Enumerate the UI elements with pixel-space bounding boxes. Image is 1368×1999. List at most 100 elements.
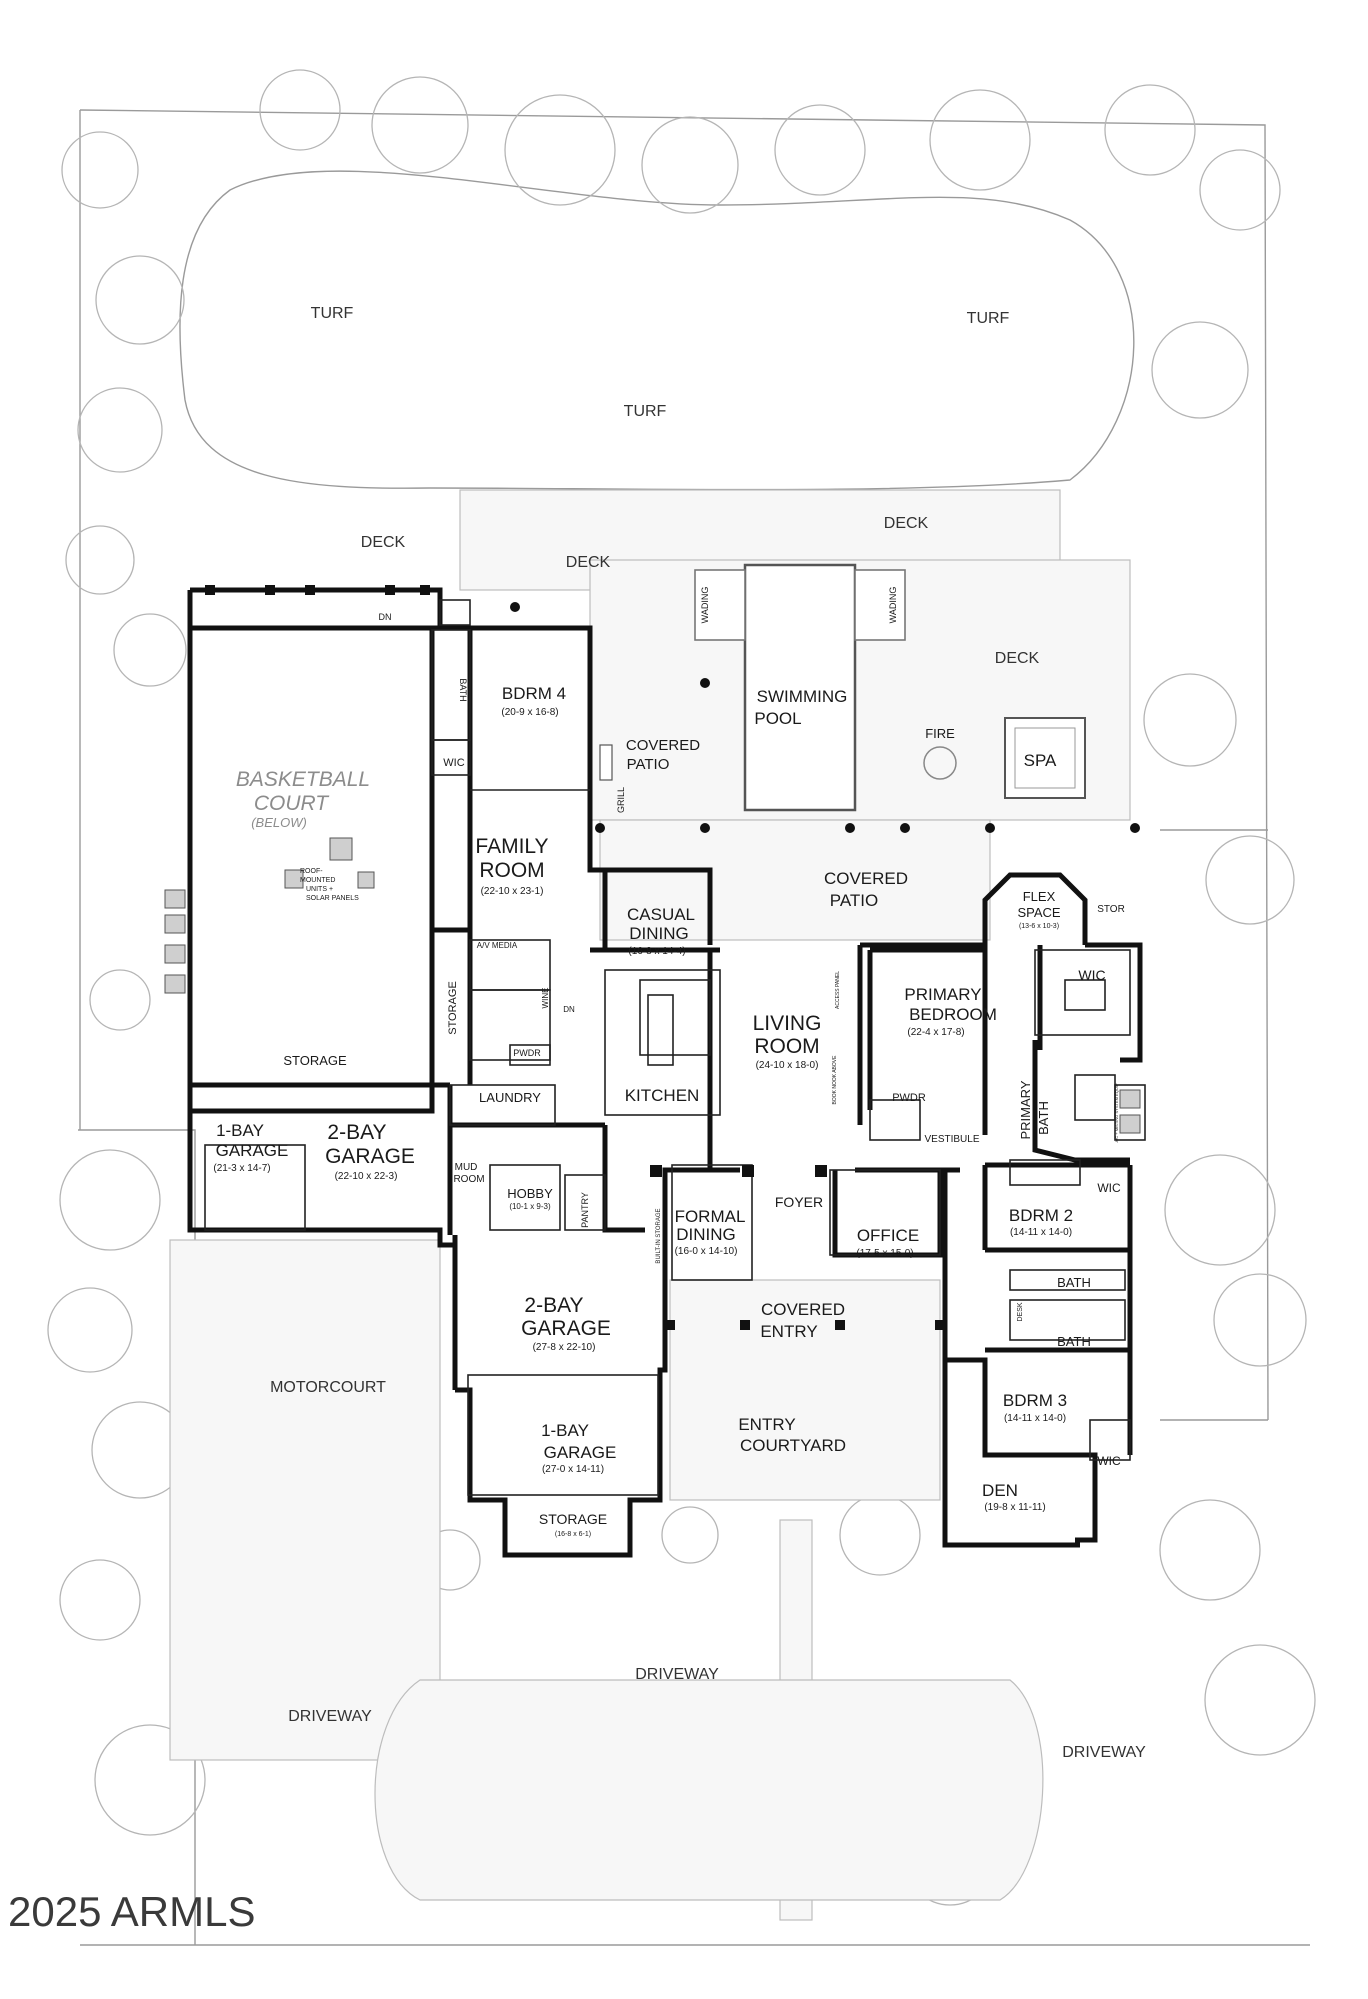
roof-units-line4: SOLAR PANELS: [306, 895, 359, 902]
pwdr2-label: PWDR: [892, 1092, 926, 1104]
covered-patio-line2: PATIO: [830, 891, 879, 910]
casual-dining-dim: (16-8 x 14-4): [628, 946, 685, 957]
deck-center-label: DECK: [566, 554, 611, 571]
storage-long-label: STORAGE: [283, 1053, 347, 1068]
casual-dining-line2: DINING: [629, 924, 689, 943]
wading-left-label: WADING: [700, 587, 710, 624]
primary-bedroom-dim: (22-4 x 17-8): [907, 1027, 964, 1038]
basketball-court-line1: BASKETBALL: [236, 768, 370, 791]
family-room-line1: FAMILY: [475, 835, 548, 858]
office-name: OFFICE: [857, 1226, 919, 1245]
kitchen-label: KITCHEN: [625, 1086, 700, 1105]
covered-patio-small-line2: PATIO: [627, 756, 670, 773]
bdrm2-name: BDRM 2: [1009, 1206, 1073, 1225]
storage-south-dim: (16-8 x 6-1): [555, 1531, 591, 1538]
deck-left-label: DECK: [361, 534, 406, 551]
stor-label: STOR: [1097, 904, 1125, 915]
bdrm4-name: BDRM 4: [502, 684, 566, 703]
garage-2bay-south-line1: 2-BAY: [524, 1294, 583, 1317]
covered-patio-small-line1: COVERED: [626, 737, 700, 754]
driveway-left-label: DRIVEWAY: [288, 1708, 372, 1725]
book-nook-label: BOOK NOOK ABOVE: [832, 1055, 838, 1105]
ac-units-label: A/C + MISTING SYSTEM EQUIP: [1114, 1083, 1119, 1142]
hobby-name: HOBBY: [507, 1186, 553, 1201]
flex-space-dim: (13-6 x 10-3): [1019, 923, 1059, 930]
covered-entry-line2: ENTRY: [760, 1322, 817, 1341]
storage-south-name: STORAGE: [539, 1511, 607, 1527]
den-name: DEN: [982, 1481, 1018, 1500]
grill-label: GRILL: [616, 787, 626, 813]
formal-dining-dim: (16-0 x 14-10): [675, 1246, 738, 1257]
primary-bath-line2: BATH: [1036, 1101, 1051, 1135]
landscape-trees: [47, 69, 1316, 1906]
family-room-line2: ROOM: [479, 859, 544, 882]
deck-top-right-label: DECK: [884, 515, 929, 532]
den-dim: (19-8 x 11-11): [984, 1502, 1045, 1513]
living-room-line2: ROOM: [754, 1035, 819, 1058]
fire-label: FIRE: [925, 726, 955, 741]
roof-units-line2: MOUNTED: [300, 877, 335, 884]
paving: [169, 489, 1131, 1921]
garage-2bay-west-dim: (22-10 x 22-3): [335, 1171, 398, 1182]
hobby-dim: (10-1 x 9-3): [509, 1202, 551, 1211]
family-room-dim: (22-10 x 23-1): [481, 886, 544, 897]
pantry-label: PANTRY: [580, 1192, 590, 1228]
formal-dining-line2: DINING: [676, 1225, 736, 1244]
garage-1bay-south-line2: GARAGE: [544, 1443, 617, 1462]
primary-bath-line1: PRIMARY: [1018, 1080, 1033, 1139]
motorcourt-label: MOTORCOURT: [270, 1379, 386, 1396]
wic3-label: WIC: [1097, 1454, 1121, 1468]
bdrm2-dim: (14-11 x 14-0): [1010, 1227, 1072, 1238]
driveway-center-label: DRIVEWAY: [635, 1666, 719, 1683]
living-room-dim: (24-10 x 18-0): [756, 1060, 819, 1071]
stair-dn-label: DN: [379, 612, 392, 622]
turf-center-label: TURF: [624, 403, 667, 420]
spa-label: SPA: [1024, 751, 1057, 770]
foyer-label: FOYER: [775, 1194, 823, 1210]
bdrm3-dim: (14-11 x 14-0): [1004, 1413, 1066, 1424]
wading-right-label: WADING: [888, 587, 898, 624]
covered-entry-line1: COVERED: [761, 1300, 845, 1319]
covered-patio-line1: COVERED: [824, 869, 908, 888]
vestibule-label: VESTIBULE: [924, 1134, 979, 1145]
wic2-label: WIC: [1097, 1181, 1121, 1195]
casual-dining-line1: CASUAL: [627, 905, 695, 924]
av-media-label: A/V MEDIA: [477, 941, 518, 950]
garage-2bay-west-line1: 2-BAY: [327, 1121, 386, 1144]
turf-left-label: TURF: [311, 305, 354, 322]
living-room-line1: LIVING: [753, 1012, 822, 1035]
garage-1bay-south-line1: 1-BAY: [541, 1421, 589, 1440]
turf-lawn: [179, 170, 1135, 491]
built-in-storage-label: BUILT-IN STORAGE: [656, 1208, 662, 1263]
office-dim: (17-5 x 15-0): [856, 1248, 913, 1259]
garage-2bay-west-line2: GARAGE: [325, 1145, 415, 1168]
deck-right-label: DECK: [995, 650, 1040, 667]
wine-label: WINE: [541, 988, 550, 1009]
bath-a-label: BATH: [1057, 1275, 1091, 1290]
dn-label-2: DN: [563, 1005, 575, 1014]
property-boundary: [78, 109, 1310, 1946]
swimming-pool-line1: SWIMMING: [757, 687, 848, 706]
wic-primary-label: WIC: [1078, 967, 1105, 983]
mudroom-line1: MUD: [455, 1162, 478, 1173]
flex-space-line2: SPACE: [1017, 905, 1060, 920]
garage-1bay-south-dim: (27-0 x 14-11): [542, 1464, 604, 1475]
garage-2bay-south-dim: (27-8 x 22-10): [533, 1342, 596, 1353]
roof-units-line1: ROOF-: [300, 868, 323, 875]
roof-mounted-units: [164, 837, 1141, 1134]
roof-units-line3: UNITS +: [306, 886, 333, 893]
entry-courtyard-line1: ENTRY: [738, 1415, 795, 1434]
wic4-label: WIC: [443, 757, 464, 769]
formal-dining-line1: FORMAL: [675, 1207, 746, 1226]
garage-1bay-west-line1: 1-BAY: [216, 1121, 264, 1140]
primary-bedroom-line2: BEDROOM: [909, 1005, 997, 1024]
interior-lines: [204, 599, 1146, 1496]
primary-bedroom-line1: PRIMARY: [904, 985, 981, 1004]
entry-courtyard-line2: COURTYARD: [740, 1436, 846, 1455]
desk-label: DESK: [1017, 1302, 1024, 1321]
bdrm3-name: BDRM 3: [1003, 1391, 1067, 1410]
columns: [205, 585, 1140, 1330]
access-panel-label: ACCESS PANEL: [835, 971, 841, 1009]
swimming-pool-line2: POOL: [754, 709, 801, 728]
